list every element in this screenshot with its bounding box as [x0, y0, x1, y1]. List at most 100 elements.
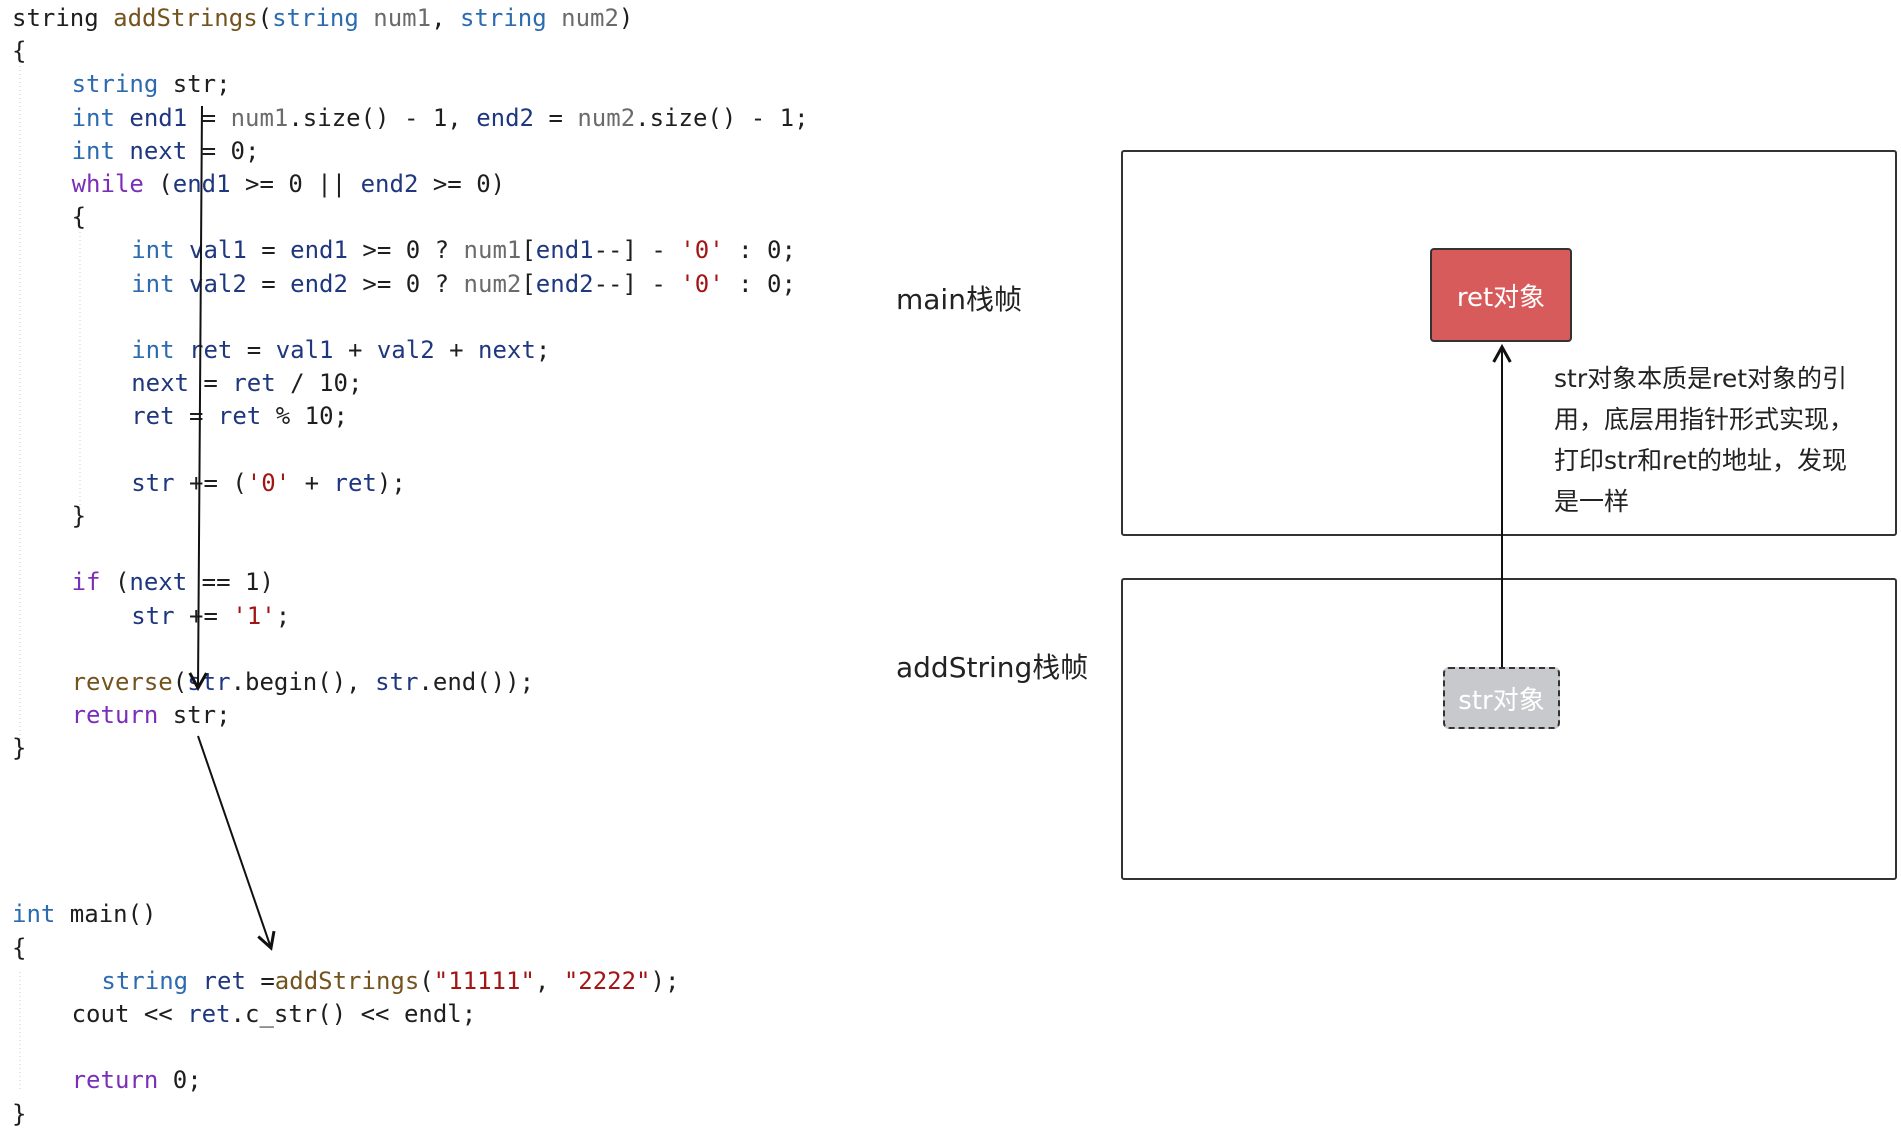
return-to-main-arrow — [197, 735, 276, 951]
code-line: str += '1'; — [131, 600, 290, 632]
str-object-box: str对象 — [1443, 667, 1560, 729]
ret-object-box: ret对象 — [1430, 248, 1572, 342]
code-token: return — [71, 1066, 159, 1095]
code-token: reverse — [71, 668, 173, 696]
code-line: int end1 = num1.size() - 1, end2 = num2.… — [72, 102, 809, 134]
code-token: val1 — [275, 336, 334, 364]
code-token: = — [232, 336, 276, 364]
code-line: return 0; — [72, 1064, 202, 1096]
str-to-reverse-arrow — [188, 105, 208, 692]
code-listing: string addStrings(string num1, string nu… — [12, 0, 892, 1128]
code-token: str — [375, 668, 419, 696]
code-token: == 1) — [187, 568, 274, 597]
code-token: += — [174, 601, 233, 630]
code-token: next — [131, 369, 189, 398]
code-token: val1 — [174, 236, 247, 265]
code-token: str — [131, 468, 175, 497]
code-token: '0' — [680, 269, 724, 298]
code-token: : 0; — [723, 269, 796, 298]
code-line: if (next == 1) — [72, 566, 274, 598]
code-token: end2 — [360, 170, 419, 198]
code-line: int ret = val1 + val2 + next; — [131, 334, 550, 366]
code-token: main() — [55, 900, 157, 929]
code-token: ret — [217, 402, 262, 431]
code-line: } — [12, 1098, 26, 1130]
code-token: { — [12, 933, 27, 962]
code-token: next — [478, 336, 536, 364]
code-line: string addStrings(string num1, string nu… — [12, 2, 633, 34]
main-stack-frame-label: main栈帧 — [896, 283, 1022, 316]
code-token: val2 — [376, 336, 435, 364]
code-token: num1 — [463, 236, 522, 265]
code-token: string — [272, 4, 359, 32]
code-line: string str; — [72, 68, 231, 100]
code-token: int — [71, 136, 115, 165]
code-line: { — [12, 932, 26, 964]
code-token: ); — [650, 966, 680, 995]
code-token: val2 — [174, 269, 247, 298]
code-token: num1 — [358, 4, 432, 32]
code-token: .begin(), — [230, 668, 376, 696]
addstring-stack-frame-label: addString栈帧 — [896, 651, 1089, 684]
code-line: { — [12, 35, 26, 67]
code-token: '0' — [246, 468, 291, 497]
code-line: } — [72, 500, 86, 532]
code-line: int main() — [12, 898, 157, 930]
code-token: .c_str() << endl; — [230, 1000, 477, 1028]
code-token: ret — [188, 966, 246, 995]
note-line: 用，底层用指针形式实现， — [1554, 405, 1855, 434]
code-token: int — [131, 336, 175, 364]
code-token: ; — [535, 336, 551, 364]
code-token: = — [534, 103, 578, 132]
code-token: int — [71, 103, 115, 132]
code-token: int — [131, 236, 175, 265]
code-token: if — [71, 568, 101, 597]
code-token: str; — [158, 70, 231, 99]
code-token: = — [246, 269, 291, 298]
code-token: = 0; — [187, 136, 260, 165]
code-line: } — [12, 732, 26, 764]
code-token: = — [245, 966, 275, 995]
code-token: string — [459, 4, 547, 32]
code-token: ; — [275, 601, 291, 630]
code-token: addStrings — [274, 966, 420, 995]
code-token: >= 0) — [418, 170, 506, 198]
code-token: % 10; — [261, 402, 348, 431]
code-token: ret — [174, 336, 233, 364]
code-token: '0' — [680, 236, 724, 265]
code-token: num2 — [577, 103, 636, 132]
code-token: "11111" — [433, 966, 535, 995]
code-line: { — [72, 201, 86, 233]
code-line: int val1 = end1 >= 0 ? num1[end1--] - '0… — [131, 234, 796, 266]
code-token: = — [187, 103, 231, 132]
code-token: >= 0 ? — [347, 236, 464, 265]
code-token: '1' — [232, 601, 276, 630]
code-token: : 0; — [723, 236, 796, 265]
code-token: str; — [158, 701, 231, 730]
code-line: while (end1 >= 0 || end2 >= 0) — [72, 168, 506, 200]
indent-guides — [19, 66, 81, 1090]
code-token: .size() - 1, — [288, 103, 477, 132]
code-token: next — [114, 136, 188, 165]
code-token: return — [71, 701, 159, 730]
code-token: end1 — [114, 103, 188, 132]
code-token: .end()); — [418, 668, 535, 696]
code-token: ( — [419, 966, 434, 995]
code-token: end2 — [535, 269, 594, 298]
code-token: next — [129, 568, 188, 597]
code-token: ( — [100, 568, 130, 597]
code-token: ( — [257, 4, 273, 32]
code-line: reverse(str.begin(), str.end()); — [72, 666, 534, 698]
code-token: --] - — [593, 269, 681, 298]
code-line: string ret =addStrings("11111", "2222"); — [101, 965, 679, 997]
code-token: string — [101, 966, 189, 995]
addstring-stack-frame — [1121, 578, 1897, 880]
code-token: 0; — [158, 1066, 202, 1095]
note-line: 打印str和ret的地址，发现 — [1554, 446, 1848, 475]
code-token: = — [246, 236, 291, 265]
code-token: [ — [521, 269, 536, 298]
code-token: >= 0 || — [230, 170, 361, 198]
code-token: num2 — [546, 4, 619, 32]
code-token: ( — [143, 170, 173, 198]
code-token: } — [12, 1099, 27, 1128]
